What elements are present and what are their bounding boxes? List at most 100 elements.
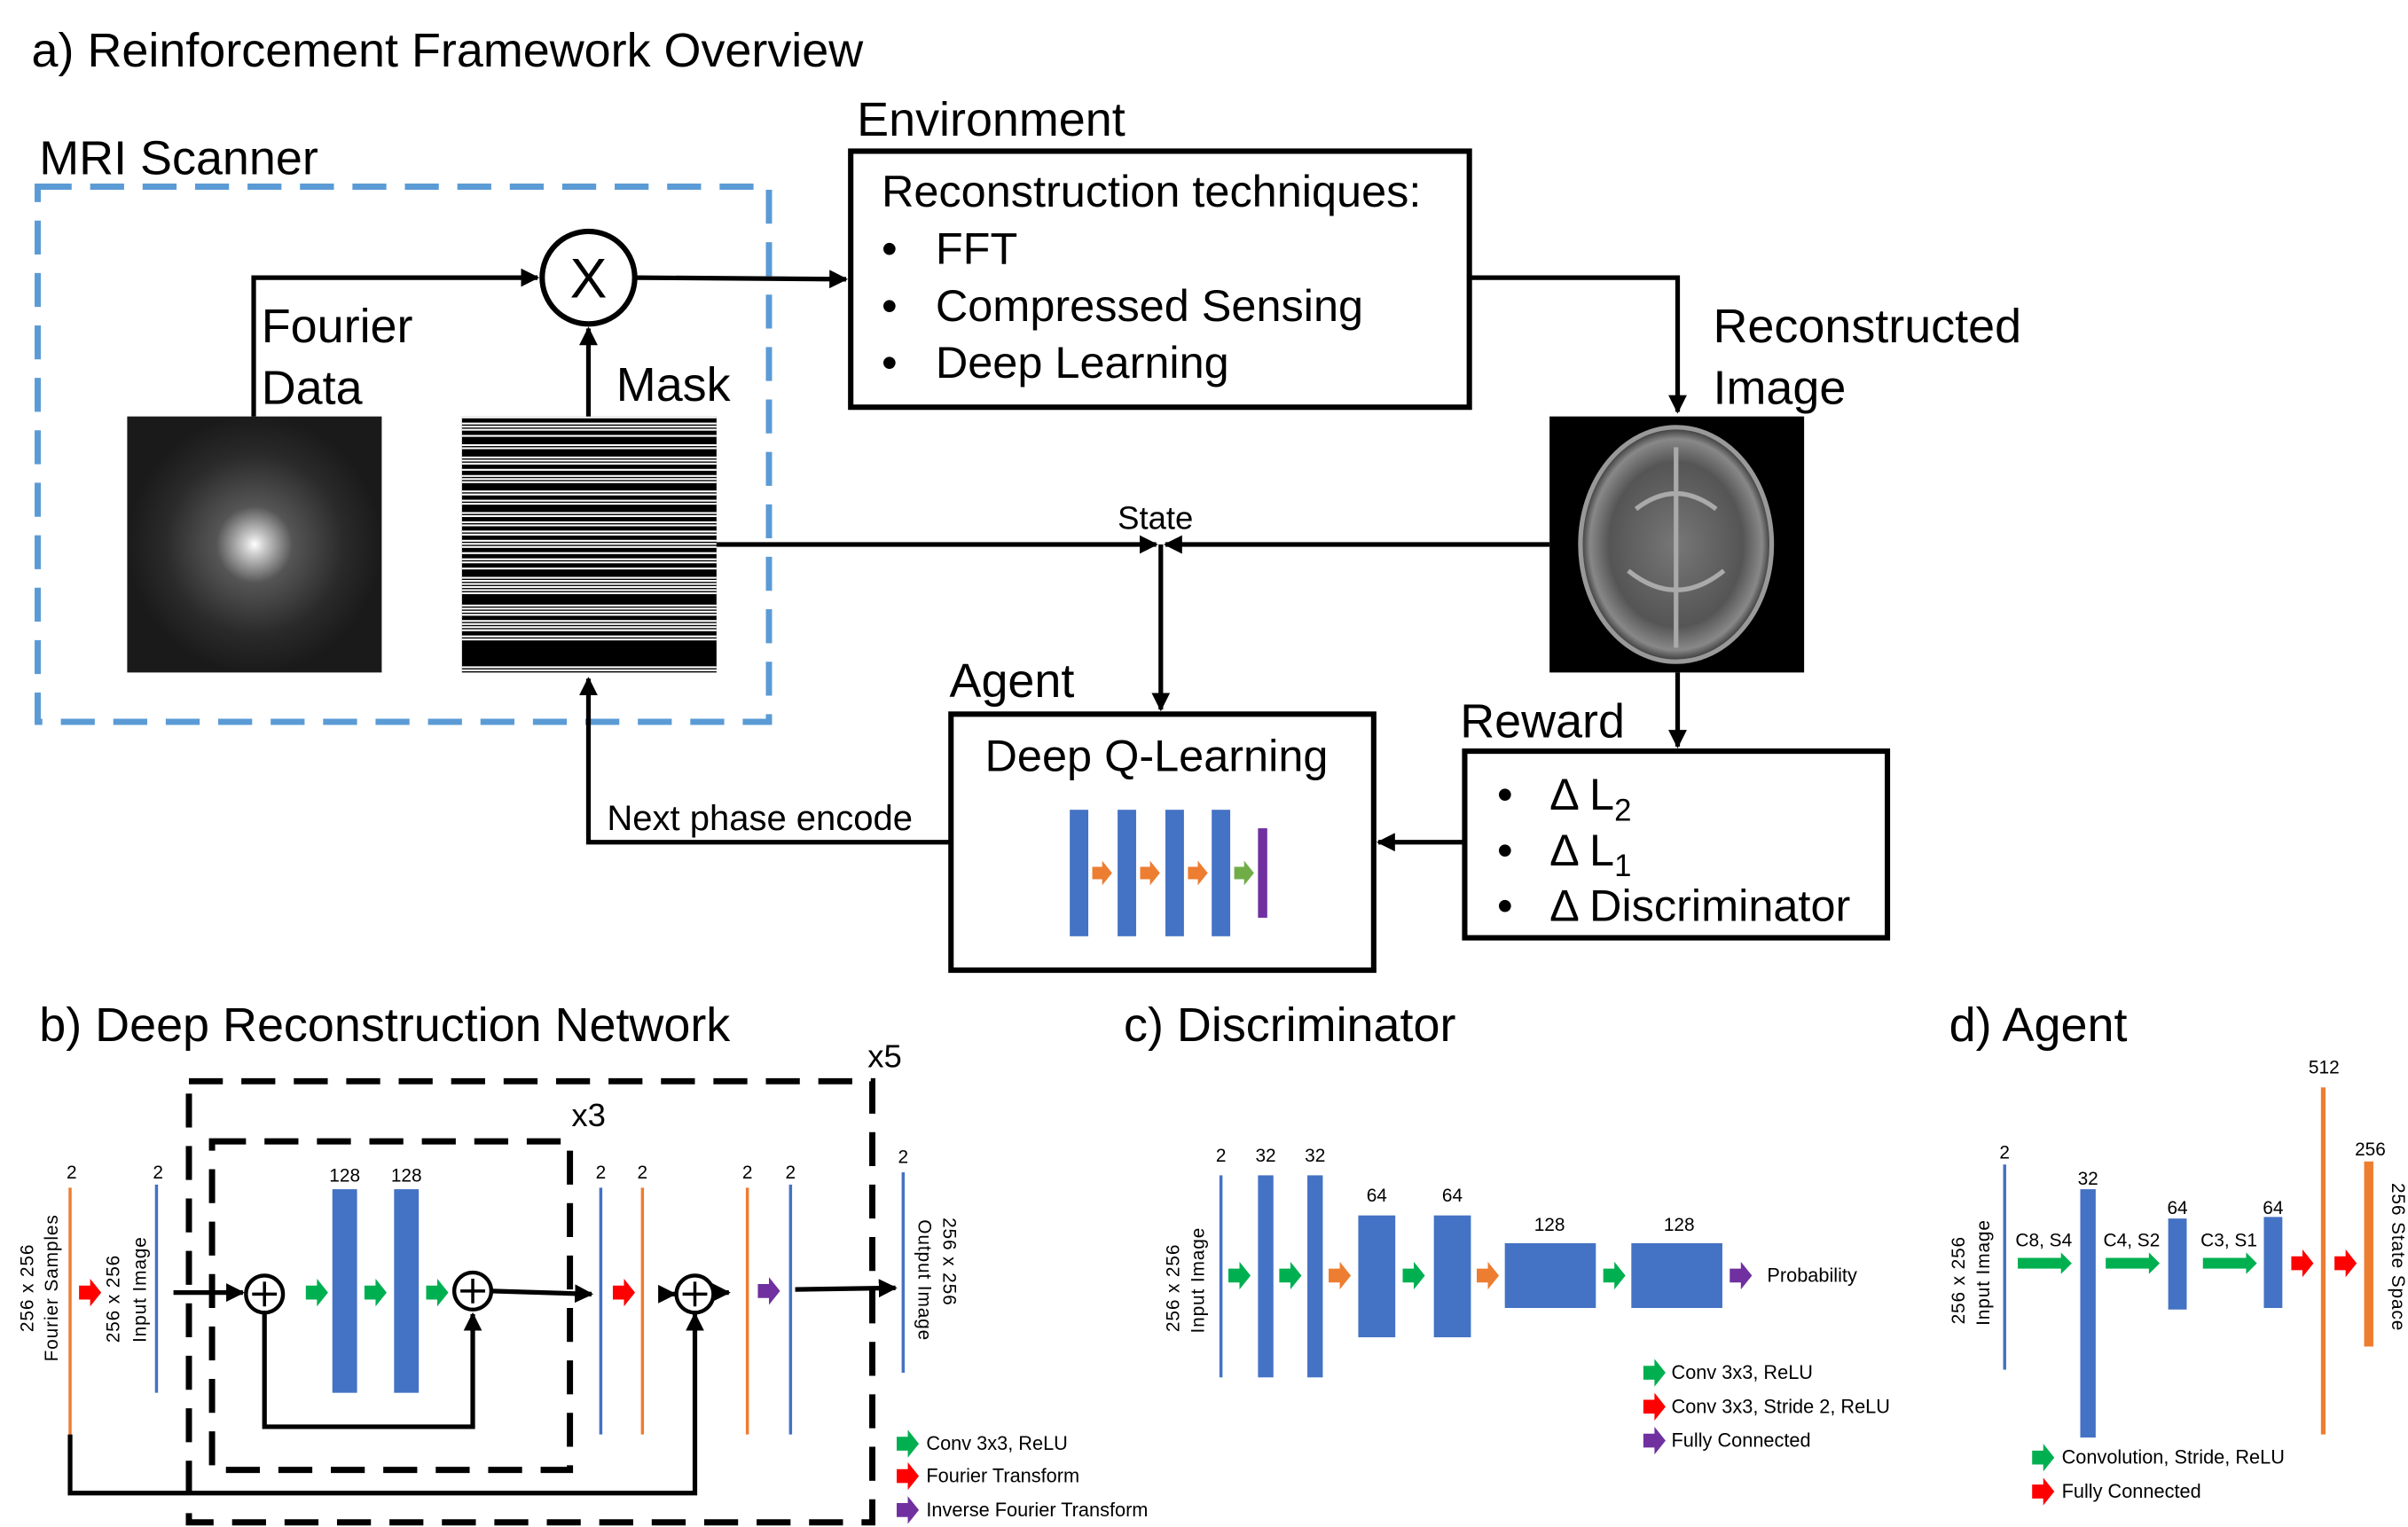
- mask-line: [461, 422, 717, 425]
- mask-line: [461, 585, 717, 589]
- mask-line: [461, 568, 717, 570]
- legend-conv: Conv 3x3, ReLU: [926, 1432, 1067, 1454]
- mask-label: Mask: [616, 358, 732, 411]
- channel-label: 2: [786, 1163, 796, 1183]
- reconstructed-label: Reconstructed: [1714, 300, 2022, 353]
- mask-line: [461, 589, 717, 591]
- channel-label: 64: [2263, 1198, 2283, 1218]
- conv-layer-bar: [2168, 1218, 2187, 1310]
- channel-label: 32: [1255, 1146, 1275, 1166]
- outer-repeat-box: [185, 1077, 876, 1526]
- input-image-dims: 256 x 256: [104, 1255, 124, 1343]
- conv-layer-bar: [1433, 1215, 1471, 1338]
- conv-label: C8, S4: [2015, 1230, 2072, 1250]
- reward-item-l2: Δ L2: [1549, 769, 1631, 827]
- reward-item-l1: Δ L1: [1549, 825, 1631, 883]
- layer-bar: [1212, 810, 1231, 936]
- conv-layer-bar: [2080, 1189, 2096, 1438]
- output-image-label: Output Image: [914, 1219, 935, 1341]
- mask-line: [461, 533, 717, 536]
- mask-line: [461, 614, 717, 616]
- legend-conv: Convolution, Stride, ReLU: [2062, 1446, 2285, 1468]
- conv-arrow: [2202, 1252, 2257, 1274]
- fully-connected-arrow: [2291, 1249, 2314, 1278]
- layer-bar: [1165, 810, 1184, 936]
- legend-red-arrow-icon: [2032, 1477, 2055, 1506]
- plus-icon: [252, 1281, 278, 1307]
- layer-bar: [1070, 810, 1089, 936]
- panel-c-title: c) Discriminator: [1124, 998, 1455, 1052]
- mask-line: [461, 620, 717, 623]
- environment-item-cs: Compressed Sensing: [936, 280, 1363, 331]
- environment-item-fft: FFT: [936, 223, 1017, 273]
- inner-repeat-box: [208, 1138, 574, 1474]
- environment-heading: Reconstruction techniques:: [882, 166, 1421, 216]
- agent-label: Agent: [950, 654, 1075, 708]
- mask-line: [461, 543, 717, 545]
- conv-layer-bar: [1358, 1215, 1396, 1338]
- conv-layer-bar: [394, 1189, 420, 1393]
- state-space-label: 256 State Space: [2388, 1183, 2408, 1331]
- mask-line: [461, 435, 717, 437]
- conv-layer-bar: [1307, 1175, 1323, 1378]
- conv-layer-bar: [332, 1189, 357, 1393]
- legend-fourier: Fourier Transform: [926, 1465, 1079, 1487]
- panel-a: a) Reinforcement Framework Overview MRI …: [32, 24, 2022, 974]
- multiply-to-environment-arrow: [636, 270, 849, 289]
- legend-green-arrow-icon: [897, 1429, 920, 1458]
- channel-label: 256: [2355, 1139, 2386, 1160]
- legend-fully-connected: Fully Connected: [2062, 1480, 2201, 1502]
- channel-label: 2: [67, 1163, 77, 1183]
- agent-method: Deep Q-Learning: [985, 731, 1329, 781]
- input-layer: [2003, 1164, 2006, 1370]
- bullet: •: [882, 223, 898, 273]
- fourier-transform-arrow: [612, 1278, 636, 1307]
- mask-line: [461, 626, 717, 629]
- panel-d-title: d) Agent: [1949, 998, 2128, 1052]
- stride-conv-arrow: [1329, 1261, 1352, 1290]
- mask-line: [461, 428, 717, 431]
- layer-bar: [1118, 810, 1136, 936]
- channel-label: 128: [391, 1165, 422, 1186]
- kspace-skip-arrow: [67, 1312, 704, 1496]
- mask-line: [461, 558, 717, 560]
- conv-arrow: [1402, 1261, 1425, 1290]
- next-phase-arrow: [579, 677, 952, 845]
- mask-line: [461, 521, 717, 524]
- legend-purple-arrow-icon: [897, 1496, 920, 1524]
- plus-icon: [460, 1278, 485, 1304]
- legend-red-arrow-icon: [897, 1461, 920, 1491]
- mask-line: [461, 666, 717, 669]
- input-dims: 256 x 256: [1164, 1244, 1184, 1332]
- legend-green-arrow-icon: [2032, 1444, 2055, 1472]
- mask-line: [461, 610, 717, 613]
- mask-line: [461, 524, 717, 527]
- agent-box: [948, 711, 1377, 974]
- mask-line: [461, 552, 717, 554]
- input-dims: 256 x 256: [17, 1244, 37, 1332]
- environment-item-dl: Deep Learning: [936, 337, 1229, 388]
- fourier-samples-label: Fourier Samples: [42, 1214, 62, 1361]
- mask-line: [461, 561, 717, 564]
- mri-scanner-label: MRI Scanner: [39, 132, 318, 185]
- bullet: •: [1497, 880, 1513, 930]
- conv-arrow: [305, 1278, 328, 1307]
- flow-arrow: [490, 1284, 594, 1304]
- inner-repeat-label: x3: [571, 1097, 606, 1133]
- channel-label: 2: [153, 1163, 163, 1183]
- mask-line: [461, 459, 717, 462]
- conv-arrow: [2106, 1252, 2161, 1274]
- multiply-symbol: X: [570, 248, 608, 310]
- channel-label: 64: [1367, 1186, 1387, 1206]
- panel-b: b) Deep Reconstruction Network x5 x3 2 2…: [17, 998, 1148, 1526]
- conv-label: C3, S1: [2200, 1230, 2257, 1250]
- reward-item-discriminator: Δ Discriminator: [1549, 880, 1850, 930]
- channel-label: 64: [1442, 1186, 1463, 1206]
- channel-label: 2: [742, 1163, 753, 1183]
- reward-label: Reward: [1460, 694, 1625, 748]
- fully-connected-arrow: [2334, 1249, 2357, 1278]
- input-layer: [1219, 1175, 1223, 1378]
- channel-label: 2: [596, 1163, 607, 1183]
- mask-line: [461, 416, 717, 419]
